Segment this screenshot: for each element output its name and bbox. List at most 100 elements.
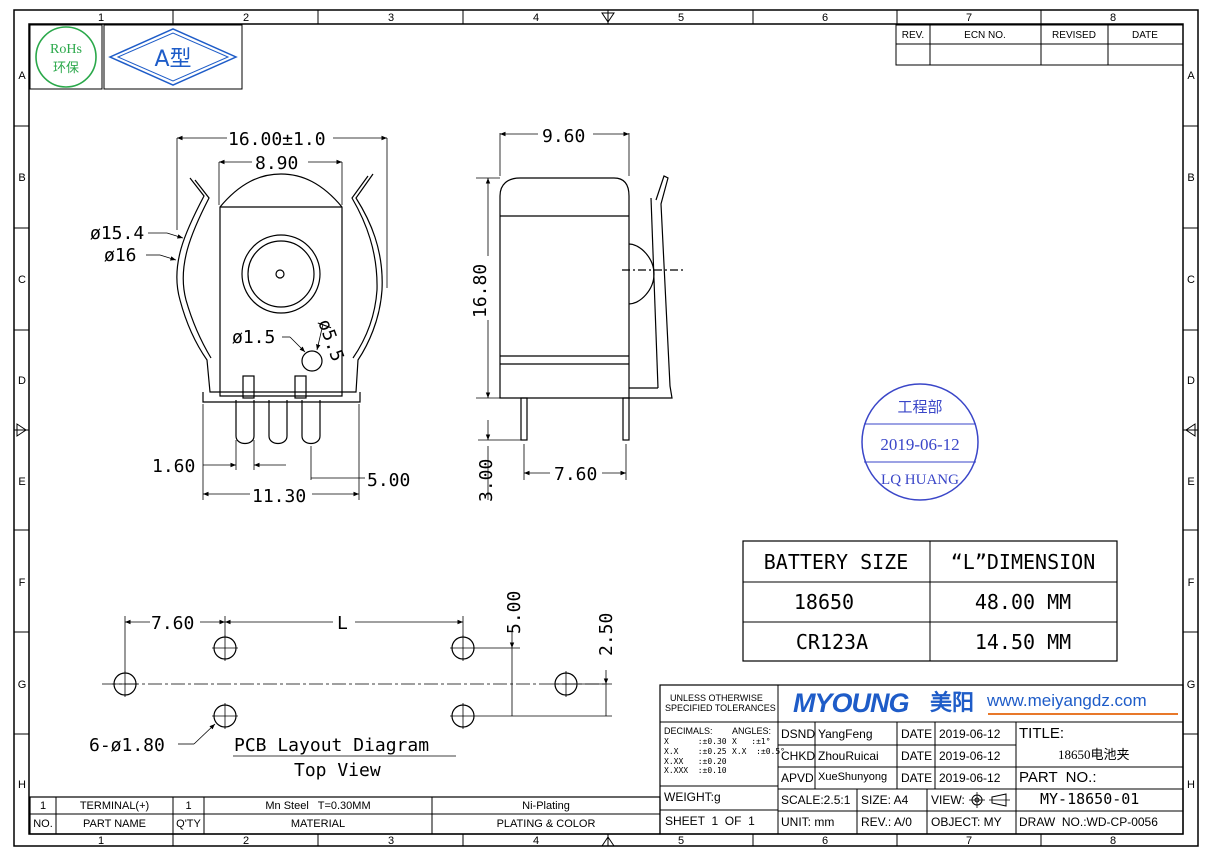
size-label: SIZE: A4 [861, 793, 909, 807]
dim-pcb-L: L [337, 613, 348, 634]
chkd-name: ZhouRuicai [818, 749, 879, 763]
sheet-label: SHEET 1 OF 1 [665, 814, 755, 828]
revision-table: REV. ECN NO. REVISED DATE [895, 24, 1184, 66]
dsnd-name: YangFeng [818, 727, 873, 741]
zone-col-5-top: 5 [678, 12, 684, 24]
engineering-stamp: 工程部 2019-06-12 LQ HUANG [861, 383, 979, 501]
dsnd-label: DSND [781, 727, 816, 741]
pcb-caption-title: PCB Layout Diagram [234, 735, 429, 756]
projection-symbol-icon [969, 792, 1010, 808]
zone-col-1-top: 1 [98, 12, 104, 24]
tolerance-line-4: X.XXX :±0.10 [664, 766, 727, 775]
zone-row-a-left: A [18, 70, 26, 82]
zone-col-2-top: 2 [243, 12, 249, 24]
battery-row-2-dim: 14.50 MM [975, 630, 1071, 654]
bom-row-qty: 1 [185, 799, 192, 812]
brand-logo-cn: 美阳 [930, 690, 975, 715]
dim-side-height: 16.80 [470, 264, 491, 318]
pcb-dimensions [124, 616, 612, 757]
dim-front-inner: 8.90 [255, 153, 298, 174]
rev-label: REV.: A/0 [861, 815, 912, 829]
dim-pin-offset: 5.00 [367, 470, 410, 491]
zone-row-e-left: E [18, 476, 25, 488]
title-value: 18650电池夹 [1058, 747, 1130, 762]
bom-header-part: PART NAME [83, 818, 146, 830]
zone-col-7-top: 7 [966, 12, 972, 24]
scale-label: SCALE:2.5:1 [781, 793, 851, 807]
chkd-label: CHKD [781, 749, 816, 763]
type-a-text: A型 [154, 47, 191, 72]
rohs-text: RoHs [50, 42, 82, 57]
apvd-date-label: DATE [901, 771, 933, 785]
zone-row-g-left: G [18, 679, 27, 691]
rohs-logo: RoHs 环保 [29, 24, 103, 90]
bom-row-no: 1 [39, 799, 47, 812]
battery-row-1-dim: 48.00 MM [975, 590, 1071, 614]
dsnd-date-label: DATE [901, 727, 933, 741]
tolerance-line-1: X :±0.30 [664, 737, 727, 746]
zone-row-c-right: C [1187, 274, 1195, 286]
bom-header-no: NO. [33, 818, 53, 830]
drawing-no-label: DRAW NO.:WD-CP-0056 [1019, 815, 1158, 829]
part-no-label: PART NO.: [1019, 769, 1097, 786]
rohs-cn-text: 环保 [53, 61, 79, 76]
dim-side-pin-span: 7.60 [554, 464, 597, 485]
type-a-logo: A型 [103, 24, 243, 90]
dim-pin-length: 3.00 [476, 459, 497, 502]
zone-row-d-left: D [18, 375, 26, 387]
dim-dia-outer-b: ø16 [104, 245, 137, 266]
center-marks [16, 12, 1196, 847]
tolerance-note-2: SPECIFIED TOLERANCES [665, 703, 776, 713]
pcb-caption-subtitle: Top View [294, 760, 381, 781]
zone-col-8-top: 8 [1110, 12, 1116, 24]
rev-header: REV. [902, 30, 924, 41]
ecn-header: ECN NO. [964, 30, 1006, 41]
pcb-layout [102, 635, 606, 729]
zone-col-7-bottom: 7 [966, 835, 972, 847]
side-dimensions [476, 131, 630, 500]
zone-row-d-right: D [1187, 375, 1195, 387]
tolerance-note-1: UNLESS OTHERWISE [670, 693, 763, 703]
zone-labels: 1 2 3 4 5 6 7 8 1 2 3 4 5 6 7 8 A B C D … [18, 12, 1196, 847]
view-label: VIEW: [931, 793, 965, 807]
part-no-value: MY-18650-01 [1040, 790, 1140, 808]
zone-col-4-top: 4 [533, 12, 539, 24]
stamp-name: LQ HUANG [881, 472, 959, 488]
zone-ticks [14, 10, 1198, 846]
object-label: OBJECT: MY [931, 815, 1002, 829]
zone-col-3-bottom: 3 [388, 835, 394, 847]
bom-row-material: Mn Steel T=0.30MM [265, 799, 371, 812]
battery-size-table: BATTERY SIZE “L”DIMENSION 18650 48.00 MM… [742, 540, 1118, 662]
title-block-lines [659, 684, 1184, 835]
dsnd-date: 2019-06-12 [939, 727, 1001, 741]
zone-col-3-top: 3 [388, 12, 394, 24]
zone-row-f-left: F [19, 577, 26, 589]
zone-row-b-right: B [1187, 172, 1194, 184]
bom-row-part: TERMINAL(+) [79, 799, 150, 812]
front-dimensions [146, 135, 388, 500]
battery-header-size: BATTERY SIZE [764, 550, 909, 574]
dim-dia-outer-a: ø15.4 [90, 223, 144, 244]
dim-dia-button: ø5.5 [313, 317, 348, 365]
dim-base-width: 11.30 [252, 486, 306, 507]
outer-border [13, 9, 1199, 847]
tolerance-line-2: X.X :±0.25 [664, 747, 727, 756]
side-view [499, 175, 684, 441]
battery-row-2-size: CR123A [796, 630, 868, 654]
dim-pcb-holes: 6-ø1.80 [89, 735, 165, 756]
brand-logo-text: MYOUNG [793, 688, 909, 718]
dim-dia-small: ø1.5 [232, 327, 275, 348]
front-view [176, 173, 383, 445]
zone-row-h-left: H [18, 779, 26, 791]
revised-header: REVISED [1052, 30, 1096, 41]
zone-col-8-bottom: 8 [1110, 835, 1116, 847]
apvd-name: XueShunyong [818, 771, 888, 783]
bom-row-plating: Ni-Plating [522, 799, 570, 812]
bom-header-plating: PLATING & COLOR [496, 818, 596, 830]
decimals-label: DECIMALS: [664, 726, 713, 736]
apvd-label: APVD [781, 771, 814, 785]
stamp-date: 2019-06-12 [880, 435, 959, 454]
angle-line-1: X :±1° [732, 737, 771, 746]
zone-col-4-bottom: 4 [533, 835, 539, 847]
tolerance-line-3: X.XX :±0.20 [664, 757, 727, 766]
